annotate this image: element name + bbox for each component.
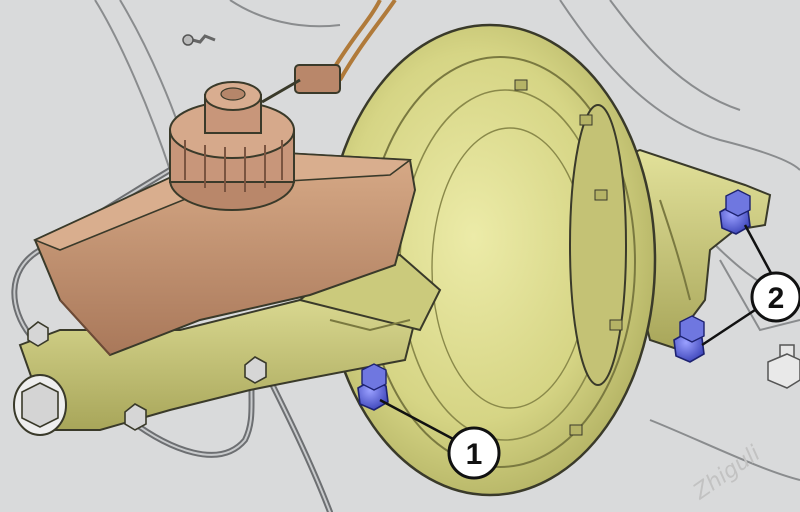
callout-2-label: 2 — [768, 282, 785, 315]
callout-2: 2 — [750, 271, 800, 323]
reservoir-cap — [169, 81, 295, 211]
background-stud — [767, 344, 800, 389]
master-cylinder-end-bolt — [13, 374, 67, 436]
bracket-mounting-nuts — [673, 189, 751, 363]
background-bolt-head — [182, 34, 194, 46]
booster-mounting-nut — [357, 363, 389, 411]
fluid-level-sensor-wires — [261, 0, 397, 104]
brake-fluid-reservoir — [32, 148, 417, 357]
callout-leaders — [379, 224, 774, 442]
watermark: Zhiguli — [688, 441, 765, 505]
brake-line-fittings — [27, 321, 267, 431]
callout-1: 1 — [447, 426, 501, 480]
callout-1-label: 1 — [466, 438, 483, 471]
